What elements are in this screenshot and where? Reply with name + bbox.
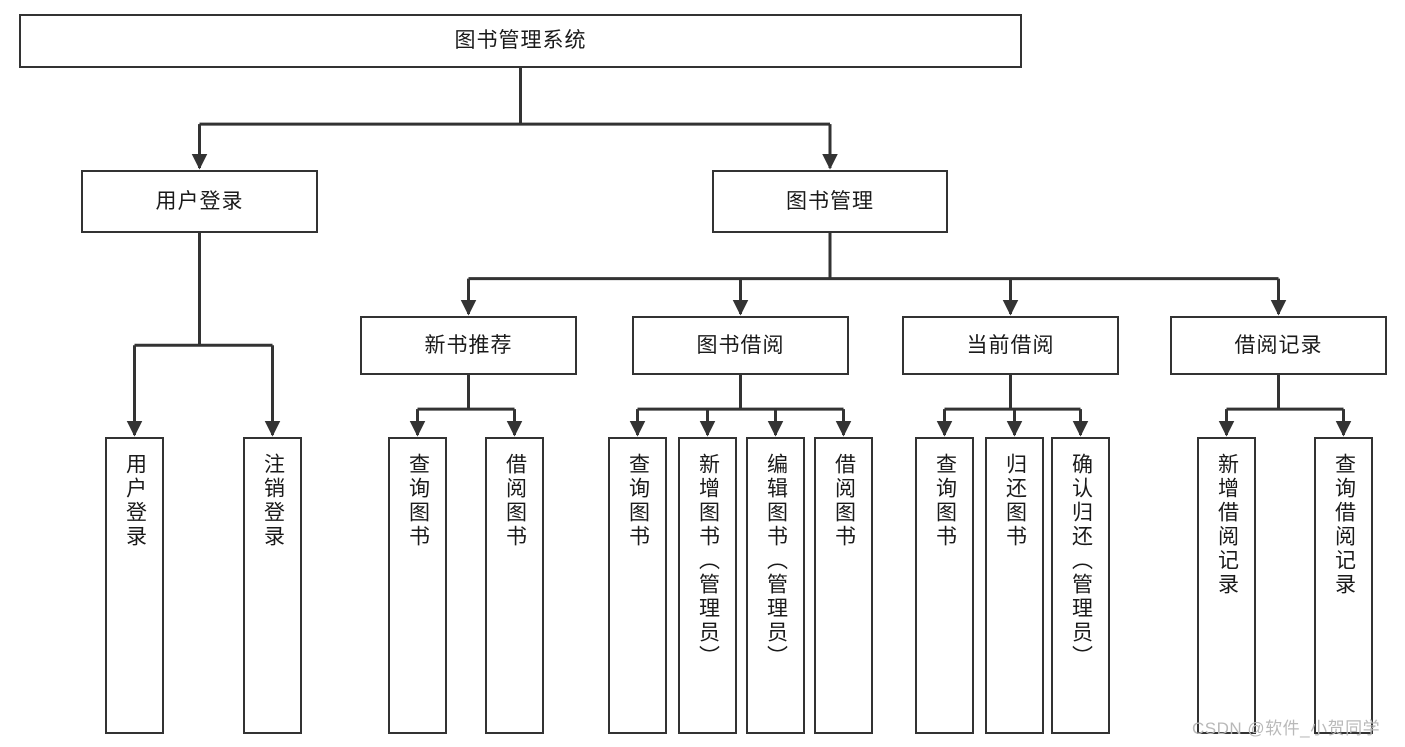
node-new-book-rec[interactable]: 新书推荐 [360,316,577,375]
node-label: 查询图书 [406,453,430,549]
node-book-borrow[interactable]: 图书借阅 [632,316,849,375]
node-leaf-confirm[interactable]: 确认归还（管理员） [1051,437,1110,734]
node-leaf-borrow-1[interactable]: 借阅图书 [485,437,544,734]
node-leaf-add-rec[interactable]: 新增借阅记录 [1197,437,1256,734]
node-leaf-borrow-2[interactable]: 借阅图书 [814,437,873,734]
node-label: 新增借阅记录 [1215,453,1239,597]
node-label: 确认归还（管理员） [1069,453,1093,669]
node-leaf-query-3[interactable]: 查询图书 [915,437,974,734]
node-borrow-record[interactable]: 借阅记录 [1170,316,1387,375]
node-label: 借阅记录 [1234,333,1323,357]
node-label: 用户登录 [155,189,244,213]
node-label: 新增图书（管理员） [696,453,720,669]
node-label: 当前借阅 [966,333,1055,357]
node-label: 注销登录 [261,453,285,549]
node-root[interactable]: 图书管理系统 [19,14,1022,68]
node-leaf-edit-book[interactable]: 编辑图书（管理员） [746,437,805,734]
node-leaf-return[interactable]: 归还图书 [985,437,1044,734]
node-leaf-query-rec[interactable]: 查询借阅记录 [1314,437,1373,734]
node-label: 图书管理 [786,189,874,213]
node-leaf-add-book[interactable]: 新增图书（管理员） [678,437,737,734]
node-current-borrow[interactable]: 当前借阅 [902,316,1119,375]
node-label: 借阅图书 [503,453,527,549]
node-user-login[interactable]: 用户登录 [81,170,318,233]
node-label: 归还图书 [1003,453,1027,549]
node-leaf-query-1[interactable]: 查询图书 [388,437,447,734]
node-leaf-user-login[interactable]: 用户登录 [105,437,164,734]
watermark: CSDN @软件_小贺同学 [1192,719,1381,738]
node-label: 新书推荐 [424,333,513,357]
node-label: 编辑图书（管理员） [764,453,788,669]
node-label: 用户登录 [123,453,147,549]
node-leaf-query-2[interactable]: 查询图书 [608,437,667,734]
node-label: 查询图书 [626,453,650,549]
node-leaf-logout[interactable]: 注销登录 [243,437,302,734]
node-book-manage[interactable]: 图书管理 [712,170,948,233]
node-label: 图书借阅 [696,333,785,357]
node-label: 查询图书 [933,453,957,549]
node-label: 借阅图书 [832,453,856,549]
node-label: 查询借阅记录 [1332,453,1356,597]
node-label: 图书管理系统 [454,29,587,53]
